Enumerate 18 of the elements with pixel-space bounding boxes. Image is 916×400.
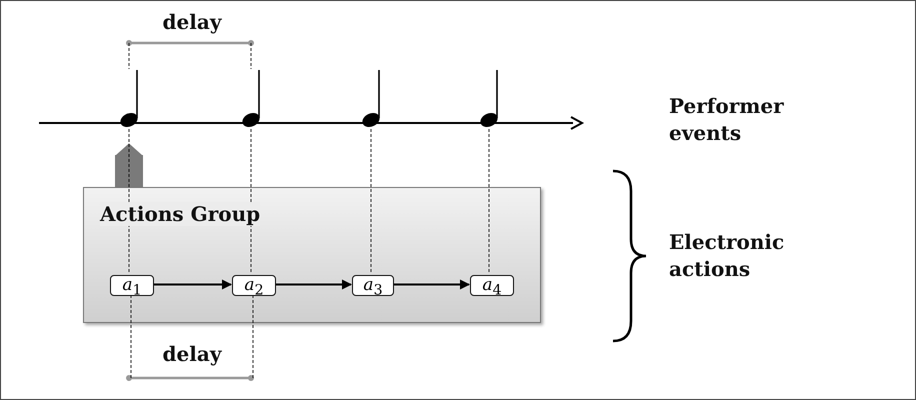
dashed-line xyxy=(128,128,130,274)
action-box: a$_{1}$ xyxy=(110,275,154,296)
group-title: Actions Group xyxy=(100,202,260,226)
electronic-actions-label: Electronic actions xyxy=(669,229,786,283)
action-box: a$_{4}$ xyxy=(470,275,514,296)
group-box xyxy=(83,187,541,323)
dimension-label: delay xyxy=(162,341,223,368)
dimension-label: delay xyxy=(162,9,223,36)
arrow xyxy=(275,280,352,290)
action-box: a$_{2}$ xyxy=(232,275,276,296)
block-arrow xyxy=(115,143,143,187)
dashed-line xyxy=(488,128,490,274)
arrow xyxy=(153,280,232,290)
action-box: a$_{3}$ xyxy=(352,275,394,296)
dashed-line xyxy=(370,128,372,274)
performer-events-label: Performer events xyxy=(669,93,785,147)
dashed-line xyxy=(250,128,252,274)
arrow xyxy=(393,280,470,290)
